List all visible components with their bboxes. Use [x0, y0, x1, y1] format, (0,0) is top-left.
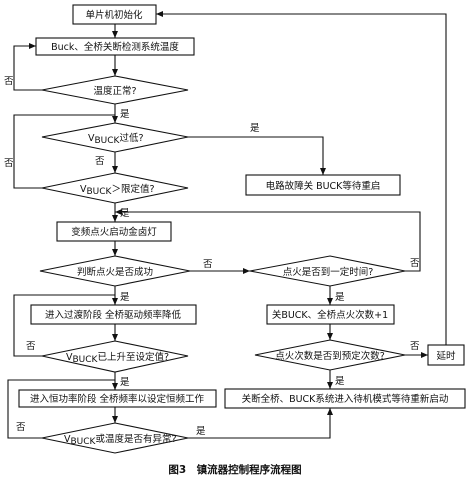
vbuck-gt-tail: ＞限定值? — [111, 183, 154, 195]
edges — [7, 11, 447, 439]
vbuck-low-sub: BUCK — [95, 136, 121, 146]
node-init-label: 单片机初始化 — [85, 9, 143, 21]
node-vbuck-low: VBUCK过低? — [41, 122, 189, 153]
vbuck-low-tail: 过低? — [119, 132, 143, 144]
edge-abnormal-yes — [188, 408, 333, 439]
label-vlow-no: 否 — [95, 156, 105, 167]
node-close-buck-label: 关BUCK、全桥点火次数+1 — [272, 309, 388, 321]
node-ignite: 变频点火启动金卤灯 — [56, 221, 172, 242]
vbuck-gt-v: V — [80, 184, 87, 195]
node-transition-label: 进入过渡阶段 全桥驱动频率降低 — [45, 309, 182, 321]
edge-rise-no — [13, 294, 115, 357]
node-abnormal-label: VBUCK或温度是否有异常? — [64, 433, 177, 447]
node-delay: 延时 — [427, 344, 465, 366]
vbuck-rise-v: V — [66, 352, 73, 363]
label-count-no: 否 — [410, 341, 420, 352]
node-judge-label: 判断点火是否成功 — [77, 266, 153, 278]
label-timeout-yes: 是 — [335, 292, 345, 303]
label-temp-no: 否 — [4, 76, 14, 87]
node-timeout-label: 点火是否到一定时间? — [283, 266, 374, 278]
label-timeout-no: 否 — [410, 258, 420, 269]
node-transition: 进入过渡阶段 全桥驱动频率降低 — [30, 304, 197, 325]
label-abnormal-no: 否 — [16, 422, 26, 433]
label-judge-yes: 是 — [120, 292, 130, 303]
abnormal-tail: 或温度是否有异常? — [95, 433, 176, 445]
node-constant-label: 进入恒功率阶段 全桥频率以设定恒频工作 — [30, 393, 205, 405]
node-fault: 电路故障关 BUCK等待重启 — [245, 174, 401, 196]
vbuck-rise-sub: BUCK — [73, 355, 99, 365]
figure-caption: 图3 镇流器控制程序流程图 — [168, 463, 301, 476]
node-abnormal: VBUCK或温度是否有异常? — [41, 422, 189, 454]
node-standby: 关断全桥、BUCK系统进入待机模式等待重新启动 — [224, 388, 466, 409]
abnormal-v: V — [64, 434, 71, 445]
edge-vgt-no — [13, 114, 115, 189]
node-timeout: 点火是否到一定时间? — [249, 255, 406, 287]
edge-labels: 否 是 是 否 否 是 否 否 是 是 否 是 否 是 否 是 — [4, 76, 420, 437]
node-constant: 进入恒功率阶段 全桥频率以设定恒频工作 — [18, 389, 217, 408]
node-init: 单片机初始化 — [72, 4, 157, 25]
label-temp-yes: 是 — [120, 109, 130, 120]
node-standby-label: 关断全桥、BUCK系统进入待机模式等待重新启动 — [242, 393, 449, 405]
label-vgt-no: 否 — [4, 158, 14, 169]
vbuck-rise-tail: 已上升至设定值? — [97, 351, 169, 363]
node-delay-label: 延时 — [436, 350, 456, 362]
node-count-label: 点火次数是否到预定次数? — [275, 350, 385, 362]
label-rise-no: 否 — [26, 341, 36, 352]
node-vbuck-gt: VBUCK＞限定值? — [41, 172, 189, 204]
node-judge: 判断点火是否成功 — [39, 255, 191, 287]
label-rise-yes: 是 — [120, 377, 130, 388]
edge-delay-init — [156, 11, 447, 345]
label-vlow-yes: 是 — [250, 123, 260, 134]
node-count: 点火次数是否到预定次数? — [254, 339, 406, 371]
node-temp-ok: 温度正常? — [41, 75, 189, 105]
abnormal-sub: BUCK — [71, 437, 97, 447]
node-vbuck-gt-label: VBUCK＞限定值? — [80, 183, 155, 197]
edge-temp-no — [13, 43, 42, 91]
node-detect: Buck、全桥关断检测系统温度 — [35, 37, 195, 56]
label-judge-no: 否 — [203, 259, 213, 270]
label-abnormal-yes: 是 — [196, 426, 206, 437]
node-vbuck-low-label: VBUCK过低? — [88, 132, 144, 146]
node-detect-label: Buck、全桥关断检测系统温度 — [51, 41, 179, 53]
vbuck-low-v: V — [88, 133, 95, 144]
label-count-yes: 是 — [335, 376, 345, 387]
edge-abnormal-no — [7, 379, 115, 439]
node-vbuck-rise-label: VBUCK已上升至设定值? — [66, 351, 169, 365]
edge-timeout-no — [115, 209, 421, 272]
edge-vlow-yes — [188, 136, 326, 175]
node-vbuck-rise: VBUCK已上升至设定值? — [41, 340, 189, 373]
node-temp-ok-label: 温度正常? — [93, 85, 136, 97]
node-ignite-label: 变频点火启动金卤灯 — [71, 226, 157, 238]
node-fault-label: 电路故障关 BUCK等待重启 — [266, 180, 381, 192]
vbuck-gt-sub: BUCK — [87, 187, 113, 197]
node-close-buck: 关BUCK、全桥点火次数+1 — [266, 304, 395, 325]
label-vgt-yes: 是 — [120, 208, 130, 219]
